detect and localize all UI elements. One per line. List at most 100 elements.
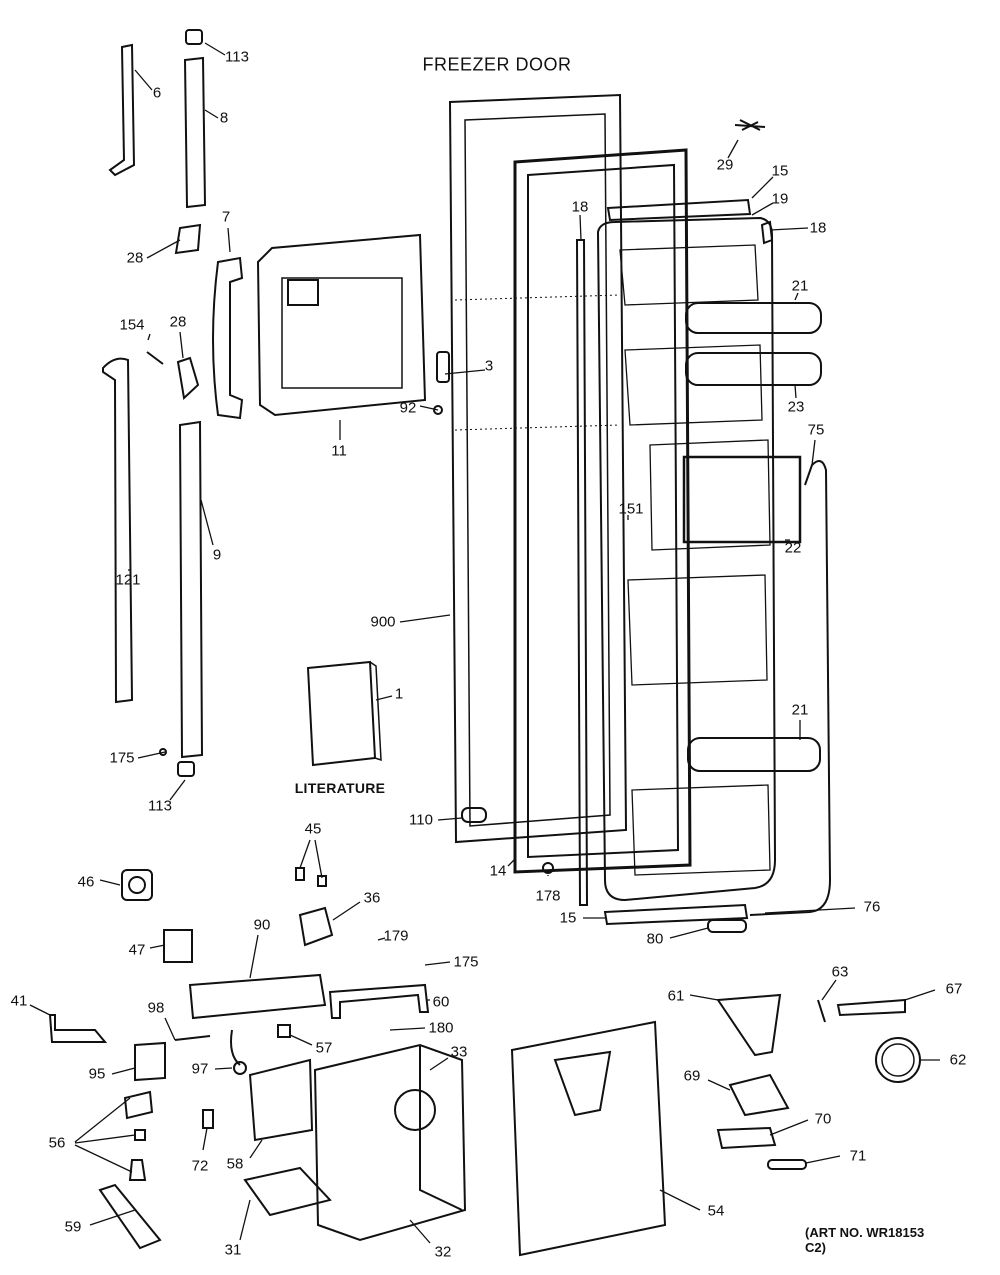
callout-21: 21 — [791, 277, 809, 295]
callout-175: 175 — [453, 953, 479, 971]
door-gasket — [513, 148, 692, 874]
callout-45: 45 — [304, 820, 322, 838]
callout-80: 80 — [646, 930, 664, 948]
callout-41: 41 — [10, 992, 28, 1010]
literature-label: LITERATURE — [294, 780, 386, 796]
callout-28: 28 — [169, 313, 187, 331]
part-71 — [767, 1159, 807, 1170]
callout-57: 57 — [315, 1039, 333, 1057]
cap-top-15 — [606, 198, 752, 222]
callout-113: 113 — [225, 48, 249, 66]
part-67 — [836, 998, 906, 1017]
literature-book — [306, 660, 382, 767]
callout-3: 3 — [484, 357, 494, 375]
part-97 — [230, 1029, 241, 1066]
housing-32 — [313, 1043, 467, 1242]
shelf-bar-lower — [687, 737, 821, 772]
door-liner — [596, 216, 777, 902]
part-3 — [436, 351, 450, 383]
callout-71: 71 — [849, 1147, 867, 1165]
trim-6 — [108, 43, 136, 177]
screw-175 — [159, 748, 167, 756]
part-47 — [163, 929, 193, 963]
callout-21: 21 — [791, 701, 809, 719]
callout-1: 1 — [394, 685, 404, 703]
callout-98: 98 — [147, 999, 165, 1017]
callout-46: 46 — [77, 873, 95, 891]
shelf-bar-23 — [685, 352, 822, 386]
callout-15: 15 — [771, 162, 789, 180]
callout-22: 22 — [784, 539, 802, 557]
trim-9 — [178, 420, 204, 759]
callout-900: 900 — [370, 613, 396, 631]
part-33 — [394, 1089, 436, 1131]
part-80 — [707, 919, 747, 933]
part-36 — [298, 906, 334, 947]
part-56 — [123, 1090, 154, 1181]
cap-bottom-15 — [603, 903, 749, 926]
callout-69: 69 — [683, 1067, 701, 1085]
part-59 — [98, 1183, 162, 1250]
ring-62-inner — [881, 1043, 915, 1077]
callout-59: 59 — [64, 1218, 82, 1236]
part-29 — [734, 119, 766, 131]
callout-154: 154 — [119, 316, 145, 334]
callout-15: 15 — [559, 909, 577, 927]
callout-62: 62 — [949, 1051, 967, 1069]
callout-14: 14 — [489, 862, 507, 880]
bracket-28-lower — [176, 356, 200, 400]
callout-75: 75 — [807, 421, 825, 439]
art-number: (ART NO. WR18153 C2) — [805, 1225, 925, 1255]
funnel-61 — [716, 993, 782, 1057]
callout-11: 11 — [331, 442, 347, 460]
part-95 — [134, 1041, 166, 1082]
callout-92: 92 — [399, 399, 417, 417]
callout-23: 23 — [787, 398, 805, 416]
callout-7: 7 — [221, 208, 231, 226]
callout-151: 151 — [618, 500, 644, 518]
callout-33: 33 — [450, 1043, 468, 1061]
bracket-28-upper — [174, 223, 202, 255]
screw-154 — [146, 351, 164, 365]
part-178 — [542, 862, 554, 874]
callout-29: 29 — [716, 156, 734, 174]
callout-61: 61 — [667, 987, 685, 1005]
part-58 — [248, 1058, 314, 1142]
callout-180: 180 — [428, 1019, 454, 1037]
part-70 — [716, 1126, 777, 1150]
callout-70: 70 — [814, 1110, 832, 1128]
callout-95: 95 — [88, 1065, 106, 1083]
callout-110: 110 — [409, 811, 433, 829]
part-63 — [817, 999, 826, 1023]
part-72 — [202, 1109, 214, 1129]
part-97-ball — [233, 1061, 247, 1075]
trim-8 — [183, 56, 207, 209]
drip-tray-31 — [243, 1166, 332, 1217]
part-98 — [174, 1035, 211, 1041]
callout-56: 56 — [48, 1134, 66, 1152]
handle-7 — [212, 256, 244, 420]
dispenser-cover — [682, 455, 802, 544]
callout-178: 178 — [535, 887, 561, 905]
callout-18: 18 — [809, 219, 827, 237]
callout-90: 90 — [253, 916, 271, 934]
leader-lines — [29, 42, 940, 1244]
part-41 — [48, 1014, 108, 1043]
plate-90 — [188, 973, 327, 1020]
shelf-bar-upper — [685, 302, 822, 334]
diagram-title: FREEZER DOOR — [422, 54, 572, 75]
callout-60: 60 — [432, 993, 450, 1011]
callout-54: 54 — [707, 1202, 725, 1220]
callout-113: 113 — [148, 797, 172, 815]
cap-113-bottom — [177, 761, 195, 777]
callout-76: 76 — [863, 898, 881, 916]
part-46 — [121, 869, 153, 901]
callout-36: 36 — [363, 889, 381, 907]
part-45 — [295, 867, 327, 887]
callout-175: 175 — [109, 749, 135, 767]
callout-179: 179 — [383, 927, 409, 945]
callout-58: 58 — [226, 1155, 244, 1173]
callout-63: 63 — [831, 963, 849, 981]
